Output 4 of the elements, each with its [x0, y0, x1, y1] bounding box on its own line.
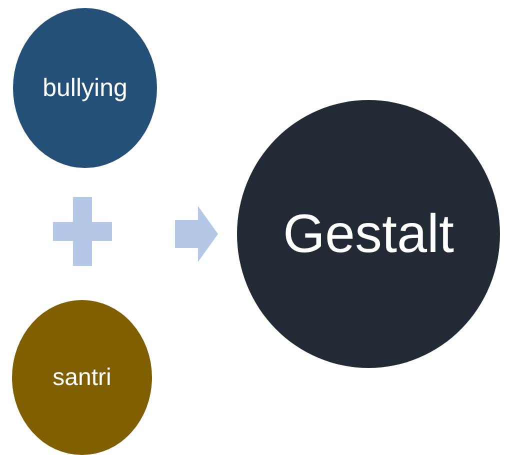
circle-label: bullying	[42, 76, 128, 100]
arrow	[175, 206, 218, 262]
circle-label: Gestalt	[282, 207, 454, 261]
circle-label: santri	[52, 366, 112, 390]
